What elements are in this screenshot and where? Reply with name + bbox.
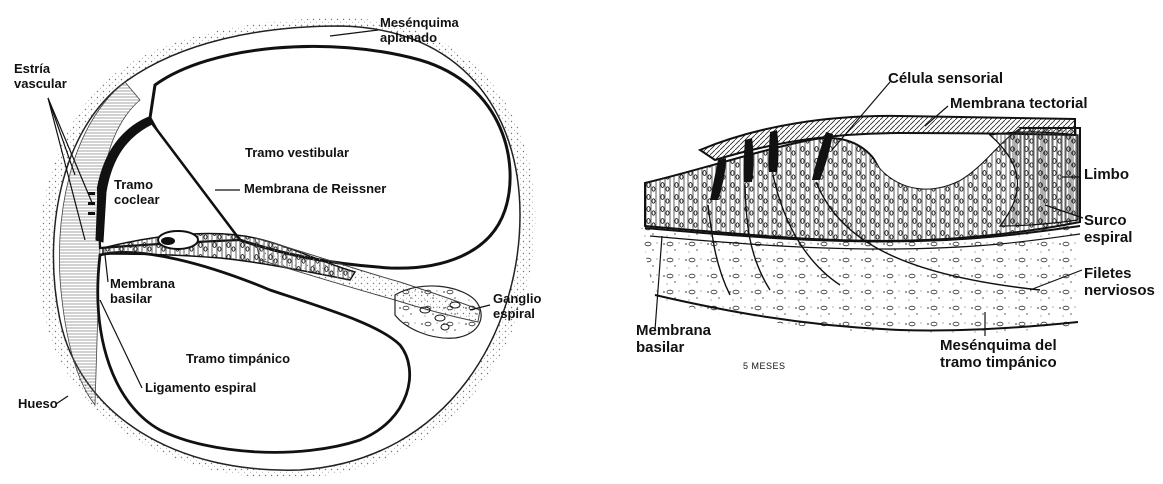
label-line: tramo timpánico	[940, 354, 1057, 371]
left-cochlear-duct-diagram	[38, 18, 535, 478]
label-tramo-coclear: Tramo coclear	[114, 178, 160, 208]
label-line: Filetes	[1084, 265, 1155, 282]
label-ligamento-espiral: Ligamento espiral	[145, 381, 256, 396]
label-line: Mesénquima	[380, 16, 459, 31]
label-line: Mesénquima del	[940, 337, 1057, 354]
label-celula-sensorial: Célula sensorial	[888, 70, 1003, 87]
label-filetes-nerviosos: Filetes nerviosos	[1084, 265, 1155, 300]
label-line: Membrana	[636, 322, 711, 339]
label-limbo: Limbo	[1084, 166, 1129, 183]
label-ganglio-espiral: Ganglio espiral	[493, 292, 541, 322]
label-estria-vascular: Estría vascular	[14, 62, 67, 92]
label-tramo-timpanico: Tramo timpánico	[186, 352, 290, 367]
label-surco-espiral: Surco espiral	[1084, 212, 1132, 247]
label-tramo-vestibular: Tramo vestibular	[245, 146, 349, 161]
label-line: Estría	[14, 62, 67, 77]
label-line: basilar	[636, 339, 711, 356]
hair-cell-2	[744, 138, 754, 182]
label-line: Surco	[1084, 212, 1132, 229]
label-line: Membrana	[110, 277, 175, 292]
label-hueso: Hueso	[18, 397, 58, 412]
label-membrana-basilar-left: Membrana basilar	[110, 277, 175, 307]
label-mesenquima-aplanado: Mesénquima aplanado	[380, 16, 459, 46]
label-line: aplanado	[380, 31, 459, 46]
right-organ-of-corti-diagram	[640, 82, 1083, 336]
label-membrana-basilar-right: Membrana basilar	[636, 322, 711, 357]
label-line: espiral	[493, 307, 541, 322]
hair-cell-3	[769, 130, 779, 172]
label-mesenquima-tramo-timpanico: Mesénquima del tramo timpánico	[940, 337, 1057, 372]
label-line: basilar	[110, 292, 175, 307]
label-line: nerviosos	[1084, 282, 1155, 299]
label-membrana-tectorial: Membrana tectorial	[950, 95, 1088, 112]
label-line: Ganglio	[493, 292, 541, 307]
label-membrana-reissner: Membrana de Reissner	[244, 182, 386, 197]
label-line: coclear	[114, 193, 160, 208]
label-line: vascular	[14, 77, 67, 92]
label-line: Tramo	[114, 178, 160, 193]
label-line: espiral	[1084, 229, 1132, 246]
label-age: 5 MESES	[743, 361, 786, 371]
